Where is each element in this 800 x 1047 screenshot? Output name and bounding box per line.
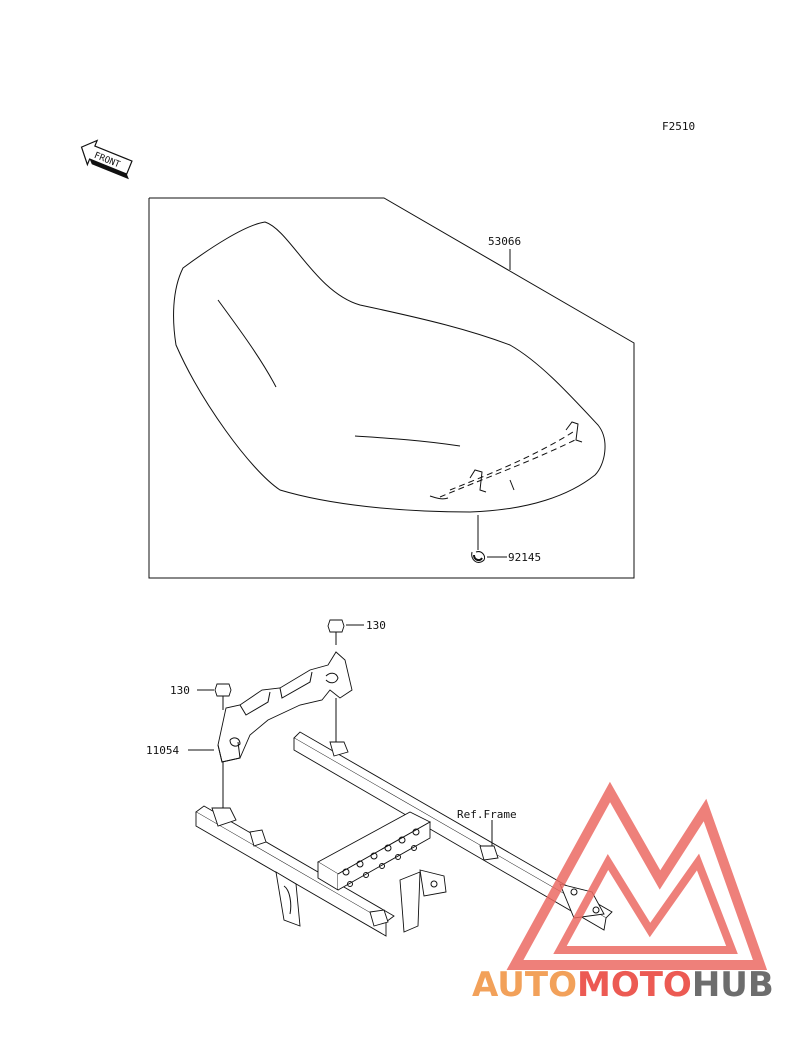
watermark-hub: HUB [692, 965, 774, 1005]
clip-92145 [471, 551, 485, 563]
seat-53066 [173, 221, 606, 513]
diagram-code: F2510 [662, 120, 695, 133]
watermark-auto: AUTO [472, 965, 577, 1005]
label-ref-frame: Ref.Frame [457, 808, 517, 821]
bolt-130-left [214, 683, 232, 710]
watermark-text: AUTOMOTOHUB [472, 965, 774, 1005]
front-arrow-icon: FRONT [80, 139, 133, 180]
automotohub-logo-icon [506, 781, 768, 970]
bolt-130-right [327, 619, 345, 645]
label-130-right: 130 [366, 619, 386, 632]
watermark-moto: MOTO [577, 965, 692, 1005]
seat-assembly-box [148, 197, 635, 579]
label-130-left: 130 [170, 684, 190, 697]
label-11054: 11054 [146, 744, 179, 757]
label-53066: 53066 [488, 235, 521, 248]
reference-frame [195, 731, 613, 937]
label-92145: 92145 [508, 551, 541, 564]
bracket-11054 [217, 651, 353, 808]
